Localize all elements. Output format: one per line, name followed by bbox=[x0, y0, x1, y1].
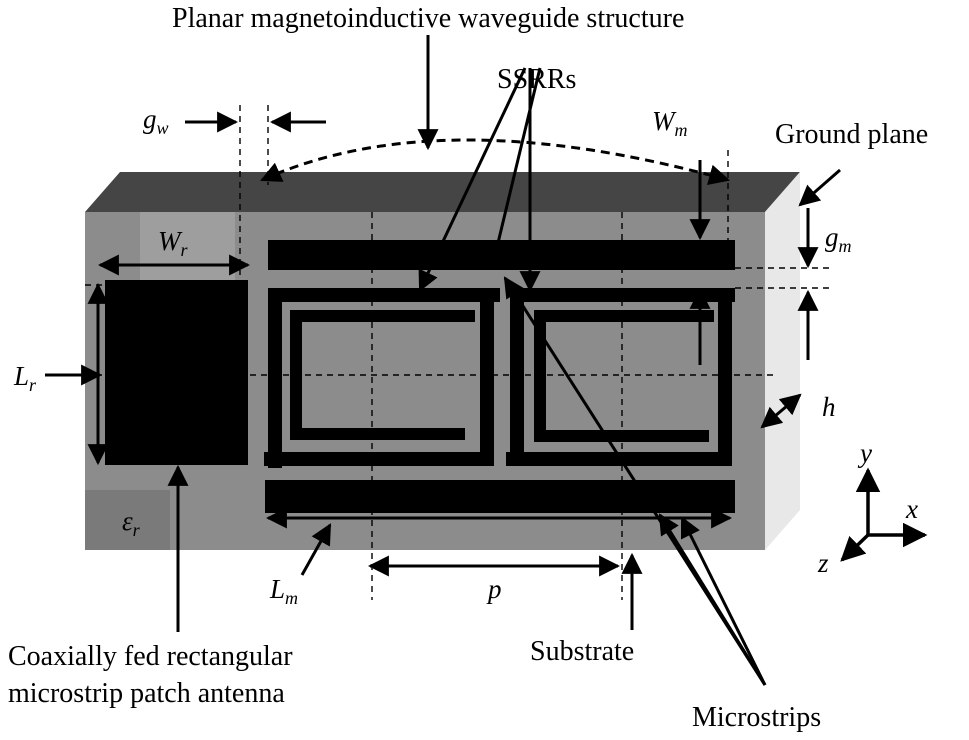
substrate-top-face bbox=[85, 172, 800, 212]
ground-plane-label: Ground plane bbox=[775, 119, 928, 150]
microstrip-pointer-2 bbox=[658, 513, 767, 686]
er-symbol: εr bbox=[122, 506, 141, 540]
gm-symbol: gm bbox=[825, 222, 852, 256]
p-symbol: p bbox=[486, 574, 502, 604]
wm-symbol: Wm bbox=[652, 106, 688, 140]
patch-antenna bbox=[105, 280, 248, 465]
axis-z-label: z bbox=[817, 548, 829, 578]
wr-symbol: Wr bbox=[158, 226, 189, 260]
waveguide-span-curve bbox=[260, 138, 731, 186]
axis-triad bbox=[840, 467, 928, 562]
ssrrs-label: SSRRs bbox=[497, 64, 576, 95]
microstrips-label: Microstrips bbox=[692, 702, 821, 733]
axis-y-label: y bbox=[857, 438, 872, 468]
h-arrow bbox=[760, 393, 802, 429]
ssrr-right bbox=[506, 288, 735, 466]
gw-symbol: gw bbox=[143, 104, 169, 138]
ssrr-left bbox=[264, 288, 500, 468]
h-symbol: h bbox=[822, 392, 836, 422]
microstrip-pointer-3 bbox=[680, 516, 767, 686]
permittivity-region-shade bbox=[85, 490, 170, 550]
ground-pointer bbox=[798, 168, 841, 207]
substrate-label: Substrate bbox=[530, 636, 634, 667]
lm-pointer bbox=[300, 523, 332, 576]
axis-z-arrow bbox=[840, 533, 870, 562]
antenna-label-line1: Coaxially fed rectangular bbox=[8, 641, 293, 672]
title-label: Planar magnetoinductive waveguide struct… bbox=[172, 3, 684, 34]
microstrip-top bbox=[268, 240, 735, 270]
axis-x-label: x bbox=[905, 494, 918, 524]
lm-symbol: Lm bbox=[269, 574, 298, 608]
microstrip-bottom bbox=[265, 480, 735, 513]
lr-symbol: Lr bbox=[13, 361, 37, 395]
ground-plane-side bbox=[765, 172, 800, 550]
antenna-label-line2: microstrip patch antenna bbox=[8, 678, 285, 709]
